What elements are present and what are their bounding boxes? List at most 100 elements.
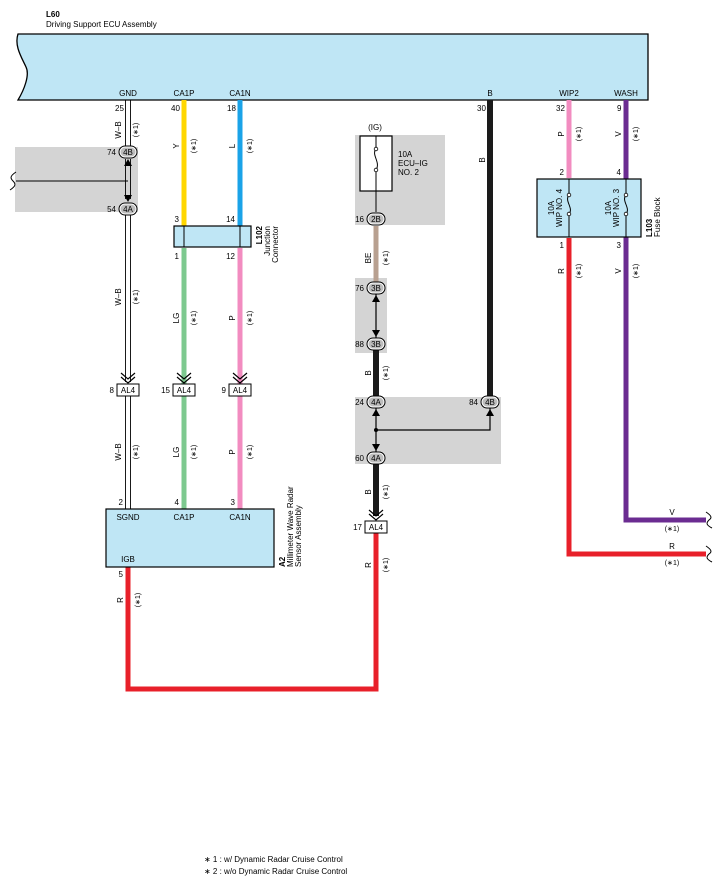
junction-pin-bottom-1: 1: [175, 252, 180, 261]
sensor-code: A2: [278, 556, 287, 567]
sensor-pin-ca1n: 3: [231, 498, 236, 507]
wire-label-ca1n-2-mark: (∗1): [247, 311, 254, 325]
connector-16-label: 2B: [371, 215, 381, 224]
fuse-block-code: L103: [645, 218, 654, 237]
arrow-24-up-icon: [372, 409, 380, 416]
connector-88-pin: 88: [355, 340, 364, 349]
ecu-pin-18: 18: [227, 104, 236, 113]
connector-76-label: 3B: [371, 284, 381, 293]
wire-label-gnd-1: W–B: [114, 121, 123, 138]
sensor-terminal-igb: IGB: [121, 555, 135, 564]
junction-code: L102: [255, 225, 264, 244]
connector-88-label: 3B: [371, 340, 381, 349]
connector-al4-gnd-label: AL4: [121, 386, 136, 395]
ecu-code: L60: [46, 10, 60, 19]
wire-label-wash-mark: (∗1): [633, 127, 640, 141]
connector-al4-b-pin: 17: [353, 523, 362, 532]
ecu-pin-30: 30: [477, 104, 486, 113]
connector-al4-ca1p-label: AL4: [177, 386, 192, 395]
ecu-terminal-wash: WASH: [614, 89, 638, 98]
fuse-block-pin-in-1: 2: [560, 168, 565, 177]
ecu-name: Driving Support ECU Assembly: [46, 20, 157, 29]
wire-label-ca1p-1-mark: (∗1): [191, 139, 198, 153]
junction-name-2: Connector: [271, 226, 280, 263]
wire-label-wash-lower: V: [614, 268, 623, 274]
connector-60-label: 4A: [371, 454, 381, 463]
wire-label-ca1n-3-mark: (∗1): [247, 445, 254, 459]
connector-74-label: 4B: [123, 148, 133, 157]
footnote-2: ∗ 2 : w/o Dynamic Radar Cruise Control: [204, 867, 348, 876]
fuse-ig-name-2: NO. 2: [398, 168, 419, 177]
ecu-pin-32: 32: [556, 104, 565, 113]
wire-label-b-2-mark: (∗1): [383, 485, 390, 499]
connector-al4-gnd-pin: 8: [110, 386, 115, 395]
connector-74-4b: 4B 74: [107, 145, 138, 159]
connector-al4-ca1n-label: AL4: [233, 386, 248, 395]
connector-54-label: 4A: [123, 205, 133, 214]
wire-igb: [125, 533, 379, 692]
footnote-1: ∗ 1 : w/ Dynamic Radar Cruise Control: [204, 855, 343, 864]
connector-al4-ca1p: AL4 15: [161, 372, 196, 397]
wire-label-wip2-lower: R: [557, 268, 566, 274]
sensor-pin-ca1p: 4: [175, 498, 180, 507]
connector-16-2b: 2B 16: [355, 212, 386, 226]
connector-24-pin: 24: [355, 398, 364, 407]
wire-label-ca1p-3-mark: (∗1): [191, 445, 198, 459]
chevron-ca1n-icon: [232, 372, 248, 384]
connector-al4-b-label: AL4: [369, 523, 384, 532]
connector-al4-ca1n-pin: 9: [222, 386, 227, 395]
junction-pin-top-1: 3: [175, 215, 180, 224]
wire-label-gnd-2-mark: (∗1): [133, 290, 140, 304]
wire-label-al4-r: R: [364, 562, 373, 568]
wire-label-ca1p-1: Y: [172, 143, 181, 149]
chevron-ca1p-icon: [176, 372, 192, 384]
junction-dot-icon: [374, 428, 378, 432]
wire-label-ca1p-2: LG: [172, 313, 181, 324]
connector-16-pin: 16: [355, 215, 364, 224]
junction-name-1: Junction: [263, 226, 272, 256]
wire-label-wash: V: [614, 131, 623, 137]
ecu-terminal-gnd: GND: [119, 89, 137, 98]
connector-54-4a: 4A 54: [107, 202, 138, 216]
fuse-ig-name-1: ECU–IG: [398, 159, 428, 168]
wire-wip2-lower: [566, 238, 706, 557]
arrow-60-down-icon: [372, 444, 380, 451]
wire-label-out-r-mark: (∗1): [665, 560, 679, 567]
ecu-pin-9: 9: [617, 104, 622, 113]
wire-label-gnd-1-mark: (∗1): [133, 123, 140, 137]
connector-al4-ca1n: AL4 9: [222, 372, 252, 397]
connector-84-pin: 84: [469, 398, 478, 407]
connector-shade-4b-4a: [15, 147, 138, 212]
wire-label-out-r: R: [669, 542, 675, 551]
fuse-wip4: [566, 179, 572, 237]
wire-label-out-v: V: [669, 508, 675, 517]
connector-60-pin: 60: [355, 454, 364, 463]
wire-label-gnd-3: W–B: [114, 443, 123, 460]
connector-al4-b: AL4 17: [353, 509, 388, 534]
fuse-block-pin-out-1: 1: [560, 241, 565, 250]
sensor-terminal-ca1n: CA1N: [229, 513, 251, 522]
connector-60-4a: 4A 60: [355, 451, 386, 465]
wire-label-igb: R: [116, 597, 125, 603]
wire-label-ca1n-3: P: [228, 449, 237, 454]
connector-84-4b: 4B 84: [469, 395, 500, 409]
arrow-84-up-icon: [486, 409, 494, 416]
wire-label-ca1p-3: LG: [172, 447, 181, 458]
junction-pin-top-2: 14: [226, 215, 235, 224]
arrow-54-down-icon: [124, 195, 132, 202]
connector-al4-gnd: AL4 8: [110, 372, 140, 397]
footnotes: ∗ 1 : w/ Dynamic Radar Cruise Control ∗ …: [204, 854, 347, 878]
wire-v-break-icon: [705, 511, 713, 529]
connector-84-label: 4B: [485, 398, 495, 407]
wire-label-wip2: P: [557, 131, 566, 136]
fuse-ig-terminal-icon: [373, 167, 379, 173]
wire-label-be: BE: [364, 253, 373, 264]
fuse-wip4-name: WIP NO. 4: [555, 188, 564, 227]
connector-88-3b: 3B 88: [355, 337, 386, 351]
wire-label-gnd-2: W–B: [114, 288, 123, 305]
arrow-76-up-icon: [372, 295, 380, 302]
fuse-ig-rating: 10A: [398, 150, 413, 159]
wire-label-al4-r-mark: (∗1): [383, 558, 390, 572]
ecu-terminal-ca1n: CA1N: [229, 89, 251, 98]
fuse-wip3-rating: 10A: [604, 200, 613, 215]
